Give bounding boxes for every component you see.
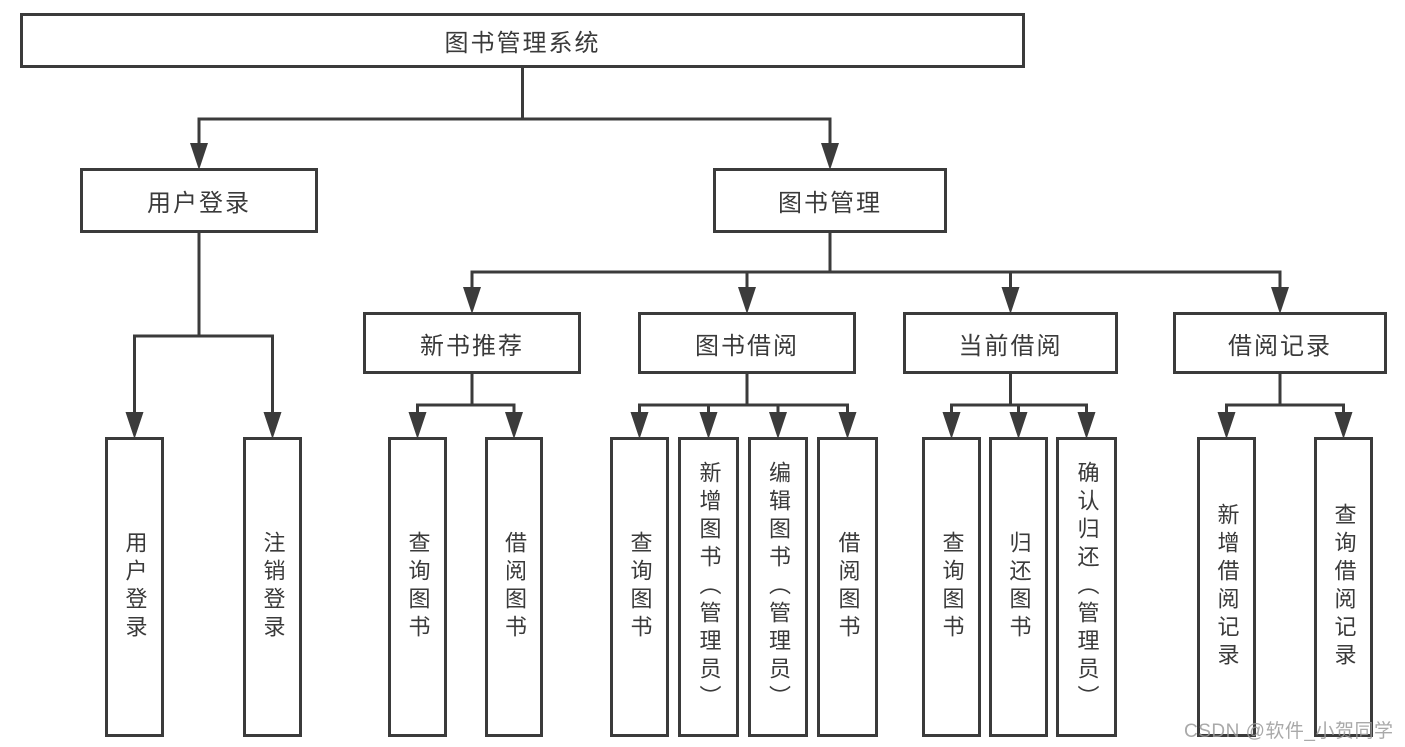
node-label-v-query-book-3: 查询图书	[939, 531, 965, 643]
node-v-borrow-book-1: 借阅图书	[485, 437, 543, 737]
edge-arrowhead	[1334, 412, 1353, 439]
node-label-v-confirm-return: 确认归还（管理员）	[1074, 461, 1100, 713]
edge-arrowhead	[505, 412, 523, 439]
node-label-v-borrow-book-1: 借阅图书	[502, 531, 527, 643]
node-label-v-edit-book: 编辑图书（管理员）	[766, 461, 791, 713]
node-label-v-logout: 注销登录	[260, 531, 286, 643]
node-v-confirm-return: 确认归还（管理员）	[1056, 437, 1117, 737]
node-label-v-borrow-book-2: 借阅图书	[835, 531, 861, 643]
node-v-add-book: 新增图书（管理员）	[678, 437, 739, 737]
node-book-management: 图书管理	[713, 168, 947, 233]
node-label-v-query-book-1: 查询图书	[405, 531, 431, 643]
node-label-current-borrow: 当前借阅	[958, 332, 1063, 360]
edge-arrowhead	[821, 143, 839, 170]
node-label-user-login: 用户登录	[147, 190, 251, 217]
node-label-v-add-record: 新增借阅记录	[1214, 503, 1240, 671]
edge-arrowhead	[942, 412, 961, 439]
node-label-v-query-record: 查询借阅记录	[1331, 503, 1357, 671]
node-v-return-book: 归还图书	[989, 437, 1048, 737]
edge-arrowhead	[1001, 287, 1020, 314]
edge-arrowhead	[738, 287, 756, 314]
node-v-logout: 注销登录	[243, 437, 302, 737]
edge-arrowhead	[1217, 412, 1236, 439]
node-label-v-add-book: 新增图书（管理员）	[696, 461, 722, 713]
edge-arrowhead	[630, 412, 649, 439]
node-v-borrow-book-2: 借阅图书	[817, 437, 878, 737]
edge-arrowhead	[463, 287, 481, 314]
node-v-query-book-1: 查询图书	[388, 437, 447, 737]
node-new-book-rec: 新书推荐	[363, 312, 581, 374]
node-v-query-book-2: 查询图书	[610, 437, 669, 737]
node-v-edit-book: 编辑图书（管理员）	[748, 437, 808, 737]
watermark: CSDN @软件_小贺同学	[1184, 721, 1394, 742]
edge-arrowhead	[769, 412, 787, 439]
node-v-user-login: 用户登录	[105, 437, 164, 737]
node-v-add-record: 新增借阅记录	[1197, 437, 1256, 737]
node-user-login: 用户登录	[80, 168, 318, 233]
edge-arrowhead	[125, 412, 144, 439]
edge-arrowhead	[699, 412, 718, 439]
node-borrow-records: 借阅记录	[1173, 312, 1387, 374]
node-label-v-return-book: 归还图书	[1006, 531, 1032, 643]
edge-arrowhead	[1009, 412, 1028, 439]
edge-arrowhead	[838, 412, 857, 439]
node-label-root: 图书管理系统	[444, 30, 601, 57]
edge-arrowhead	[263, 412, 282, 439]
node-v-query-book-3: 查询图书	[922, 437, 981, 737]
node-label-borrow-records: 借阅记录	[1228, 332, 1332, 360]
edge-arrowhead	[1077, 412, 1096, 439]
node-v-query-record: 查询借阅记录	[1314, 437, 1373, 737]
node-label-book-borrowing: 图书借阅	[695, 332, 799, 360]
node-label-v-user-login: 用户登录	[122, 531, 148, 643]
edge-arrowhead	[408, 412, 427, 439]
node-book-borrowing: 图书借阅	[638, 312, 856, 374]
node-label-v-query-book-2: 查询图书	[627, 531, 653, 643]
edge-arrowhead	[190, 143, 208, 170]
node-root: 图书管理系统	[20, 13, 1025, 68]
edge-arrowhead	[1271, 287, 1289, 314]
node-label-new-book-rec: 新书推荐	[420, 332, 524, 360]
node-label-book-management: 图书管理	[778, 190, 882, 217]
node-current-borrow: 当前借阅	[903, 312, 1118, 374]
